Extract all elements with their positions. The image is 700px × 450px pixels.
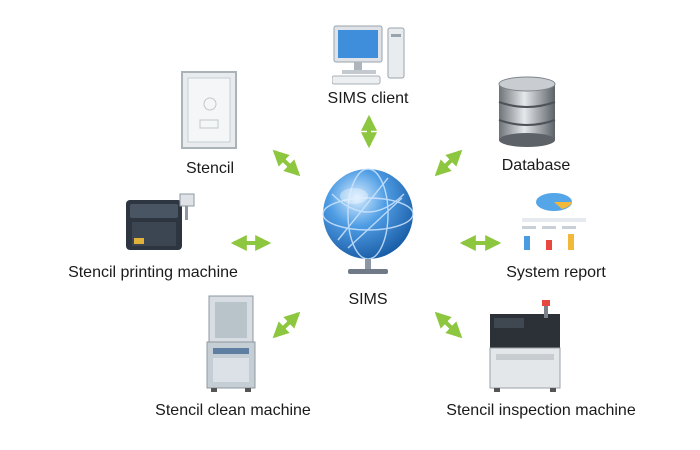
cleaning-machine-icon <box>205 294 257 392</box>
node-label-stencil: Stencil <box>185 160 235 177</box>
inspection-machine-icon <box>488 300 562 392</box>
center-label: SIMS <box>348 291 388 308</box>
stencil-frame-icon <box>180 70 238 150</box>
arrow-clean-machine <box>272 311 301 339</box>
arrow-inspection-machine <box>434 311 463 339</box>
node-label-inspection-machine: Stencil inspection machine <box>446 402 636 419</box>
globe-icon <box>318 168 418 280</box>
arrow-database <box>434 149 463 177</box>
computer-icon <box>332 24 408 86</box>
node-label-database: Database <box>501 157 571 174</box>
node-label-sims-client: SIMS client <box>327 90 409 107</box>
database-icon <box>495 74 559 148</box>
node-label-system-report: System report <box>506 264 606 281</box>
printer-machine-icon <box>122 186 198 254</box>
arrow-stencil <box>272 149 301 177</box>
node-label-clean-machine: Stencil clean machine <box>155 402 311 419</box>
node-label-printing-machine: Stencil printing machine <box>68 264 238 281</box>
report-chart-icon <box>516 190 592 256</box>
